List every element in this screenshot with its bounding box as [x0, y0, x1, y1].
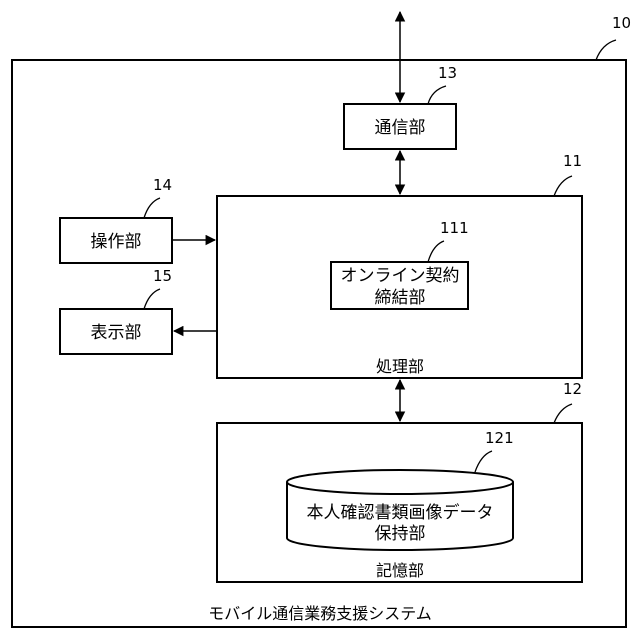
- operation-ref-leader: [144, 198, 160, 218]
- communication-unit-label: 通信部: [375, 118, 426, 138]
- id-document-store-ref-leader: [475, 451, 492, 472]
- storage-unit-caption: 記憶部: [376, 561, 424, 580]
- id-document-store-line2: 保持部: [375, 524, 426, 544]
- communication-ref-leader: [428, 86, 446, 104]
- contract-unit-line1: オンライン契約: [341, 266, 460, 286]
- processing-ref-leader: [554, 176, 572, 196]
- storage-ref-number: 12: [563, 380, 582, 398]
- storage-ref-leader: [554, 404, 572, 423]
- display-ref-leader: [144, 289, 160, 309]
- system-ref-number: 10: [612, 14, 631, 32]
- processing-ref-number: 11: [563, 152, 582, 170]
- display-ref-number: 15: [153, 267, 172, 285]
- id-document-store-line1: 本人確認書類画像データ: [307, 502, 494, 523]
- display-unit-label: 表示部: [91, 323, 142, 343]
- communication-ref-number: 13: [438, 64, 457, 82]
- contract-ref-number: 111: [440, 219, 469, 237]
- system-ref-leader: [596, 40, 616, 60]
- processing-unit-caption: 処理部: [376, 357, 424, 376]
- system-caption: モバイル通信業務支援システム: [208, 604, 432, 623]
- id-document-store-ref-number: 121: [485, 429, 514, 447]
- contract-ref-leader: [428, 241, 444, 262]
- operation-ref-number: 14: [153, 176, 172, 194]
- contract-unit-line2: 締結部: [375, 288, 426, 308]
- operation-unit-label: 操作部: [91, 232, 142, 252]
